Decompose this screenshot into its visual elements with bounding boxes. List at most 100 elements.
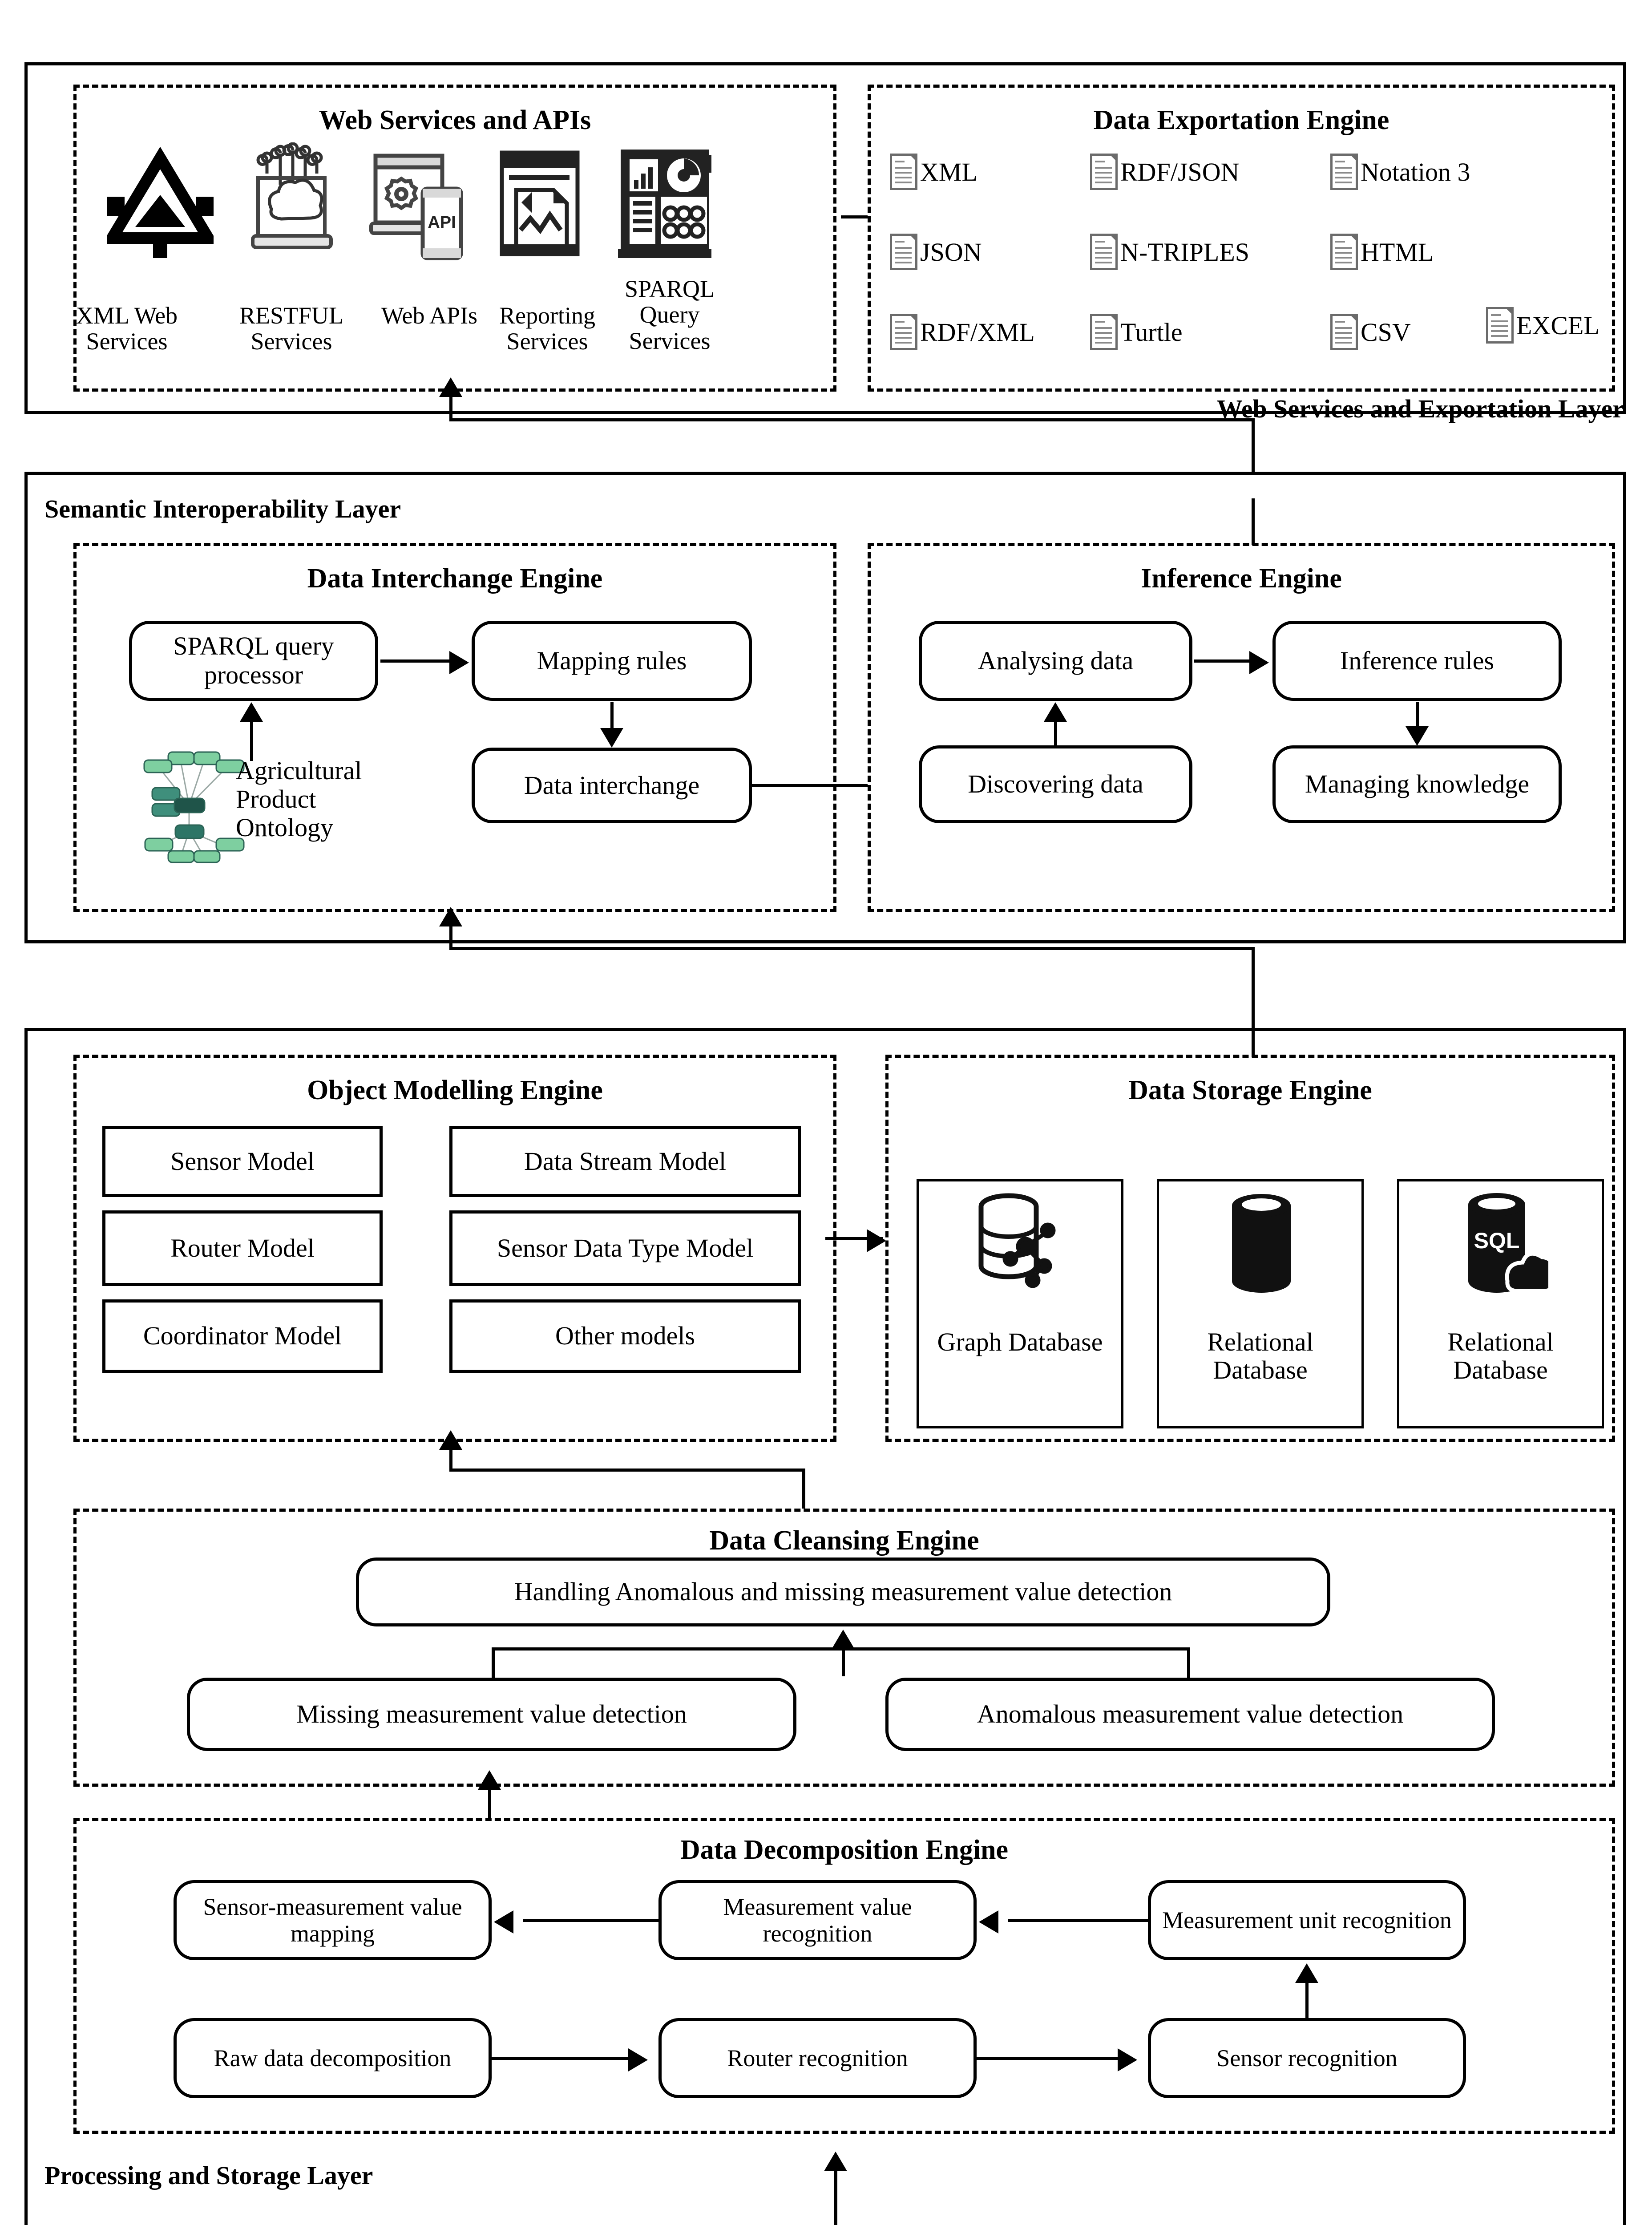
export-format-json: JSON	[890, 234, 982, 270]
managing-knowledge-node[interactable]: Managing knowledge	[1272, 745, 1562, 823]
file-icon	[1090, 154, 1118, 190]
semantic-to-web-arrowhead	[439, 377, 462, 397]
data-stream-model-box[interactable]: Data Stream Model	[449, 1126, 801, 1197]
file-icon	[890, 154, 917, 190]
sensor-data-type-model-box[interactable]: Sensor Data Type Model	[449, 1210, 801, 1286]
relational-database-box[interactable]: Relational Database	[1157, 1179, 1364, 1428]
export-format-label: RDF/XML	[920, 317, 1035, 347]
measunit-to-measval-line	[1008, 1919, 1150, 1922]
export-format-excel: EXCEL	[1486, 307, 1599, 344]
file-icon	[1090, 314, 1118, 350]
export-format-csv: CSV	[1330, 314, 1411, 350]
file-icon	[890, 234, 917, 270]
svg-text:API: API	[428, 213, 456, 232]
restful-services-label: RESTFUL Services	[239, 302, 344, 355]
file-icon	[1486, 307, 1514, 344]
sparql-query-processor-node[interactable]: SPARQL query processor	[129, 621, 378, 701]
detections-to-handling-line	[842, 1649, 845, 1676]
sensor-measurement-value-mapping-node[interactable]: Sensor-measurement value mapping	[174, 1880, 492, 1960]
web-services-layer-caption: Web Services and Exportation Layer	[1216, 394, 1624, 423]
processing-to-semantic-line-h	[449, 947, 1255, 950]
reporting-services-label: Reporting Services	[499, 302, 595, 355]
file-icon	[890, 314, 917, 350]
modelling-to-storage-line	[825, 1237, 883, 1240]
export-format-rdfjson: RDF/JSON	[1090, 154, 1240, 190]
web-apis-icon: API	[369, 151, 472, 263]
xml-web-services-icon	[102, 146, 218, 258]
apis-to-export-line	[841, 215, 869, 218]
anomalous-measurement-detection-node[interactable]: Anomalous measurement value detection	[885, 1678, 1495, 1751]
physical-to-processing-arrowhead	[824, 2152, 847, 2171]
file-icon	[1330, 154, 1358, 190]
decomposition-to-cleansing-arrowhead	[478, 1770, 501, 1790]
inference-rules-node[interactable]: Inference rules	[1272, 621, 1562, 701]
measurement-value-recognition-node[interactable]: Measurement value recognition	[658, 1880, 977, 1960]
data-decomposition-engine-title: Data Decomposition Engine	[680, 1835, 1009, 1865]
measurement-unit-recognition-node[interactable]: Measurement unit recognition	[1148, 1880, 1466, 1960]
measval-to-mapping-arrowhead	[494, 1910, 513, 1934]
sensor-recognition-node[interactable]: Sensor recognition	[1148, 2018, 1466, 2098]
storage-to-semantic-uplink	[1252, 1029, 1255, 1057]
web-services-and-apis-title: Web Services and APIs	[319, 105, 591, 135]
export-format-label: XML	[920, 157, 977, 186]
sensor-model-box[interactable]: Sensor Model	[102, 1126, 383, 1197]
cleansing-to-modelling-line-v-right	[802, 1468, 805, 1511]
measunit-to-measval-arrowhead	[979, 1910, 998, 1934]
graph-database-box[interactable]: Graph Database	[917, 1179, 1123, 1428]
export-format-label: Turtle	[1120, 317, 1183, 347]
anomalous-detection-riser	[1187, 1647, 1190, 1679]
discovering-to-analysing-line	[1054, 721, 1057, 745]
sensorrec-to-measunit-line	[1305, 1982, 1309, 2020]
xml-web-services-label: XML Web Services	[76, 302, 178, 355]
data-interchange-node[interactable]: Data interchange	[472, 748, 752, 823]
processing-layer-caption: Processing and Storage Layer	[44, 2161, 373, 2190]
sparql-to-mapping-arrowhead	[449, 651, 469, 674]
missing-detection-riser	[492, 1647, 495, 1679]
rawdata-to-router-arrowhead	[628, 2048, 648, 2071]
router-to-sensor-arrowhead	[1118, 2048, 1137, 2071]
router-recognition-node[interactable]: Router recognition	[658, 2018, 977, 2098]
rules-to-knowledge-arrowhead	[1406, 726, 1429, 746]
handling-anomalous-missing-node[interactable]: Handling Anomalous and missing measureme…	[356, 1558, 1330, 1626]
reporting-services-icon	[494, 149, 590, 260]
sql-cloud-database-box[interactable]: SQL Relational Database	[1397, 1179, 1604, 1428]
restful-services-icon	[240, 142, 343, 258]
raw-data-decomposition-node[interactable]: Raw data decomposition	[174, 2018, 492, 2098]
export-format-label: CSV	[1361, 317, 1411, 347]
ontology-graph-icon	[133, 739, 271, 863]
export-format-xml: XML	[890, 154, 977, 190]
relational-database-label: Relational Database	[1207, 1327, 1313, 1384]
missing-measurement-detection-node[interactable]: Missing measurement value detection	[187, 1678, 796, 1751]
rawdata-to-router-line	[492, 2057, 630, 2060]
inference-engine-title: Inference Engine	[1141, 563, 1342, 594]
graph-database-label: Graph Database	[937, 1327, 1103, 1356]
rules-to-knowledge-line	[1416, 702, 1419, 728]
processing-to-semantic-line-v-right	[1252, 947, 1255, 1029]
mapping-rules-node[interactable]: Mapping rules	[472, 621, 752, 701]
analysing-data-node[interactable]: Analysing data	[919, 621, 1192, 701]
semantic-to-web-line-h	[449, 418, 1255, 421]
export-format-label: EXCEL	[1516, 311, 1599, 340]
sparql-query-services-label: SPARQL Query Services	[624, 275, 715, 354]
ontology-to-sparql-arrowhead	[240, 702, 263, 722]
ontology-label: Agricultural Product Ontology	[236, 756, 362, 842]
detections-to-handling-arrowhead	[832, 1630, 855, 1649]
other-models-box[interactable]: Other models	[449, 1299, 801, 1373]
cleansing-to-modelling-line-h	[449, 1468, 805, 1472]
data-cleansing-engine-title: Data Cleansing Engine	[709, 1525, 979, 1556]
file-icon	[1330, 314, 1358, 350]
router-model-box[interactable]: Router Model	[102, 1210, 383, 1286]
modelling-to-storage-arrowhead	[867, 1229, 886, 1252]
export-format-notation3: Notation 3	[1330, 154, 1470, 190]
data-interchange-engine-title: Data Interchange Engine	[307, 563, 603, 594]
cleansing-to-modelling-arrowhead	[439, 1430, 462, 1450]
export-format-ntriples: N-TRIPLES	[1090, 234, 1249, 270]
discovering-data-node[interactable]: Discovering data	[919, 745, 1192, 823]
svg-text:SQL: SQL	[1474, 1228, 1520, 1253]
analysing-to-rules-arrowhead	[1249, 651, 1269, 674]
coordinator-model-box[interactable]: Coordinator Model	[102, 1299, 383, 1373]
export-format-label: N-TRIPLES	[1120, 237, 1249, 267]
physical-to-processing-line2	[834, 2171, 837, 2225]
processing-to-semantic-arrowhead	[439, 907, 462, 926]
